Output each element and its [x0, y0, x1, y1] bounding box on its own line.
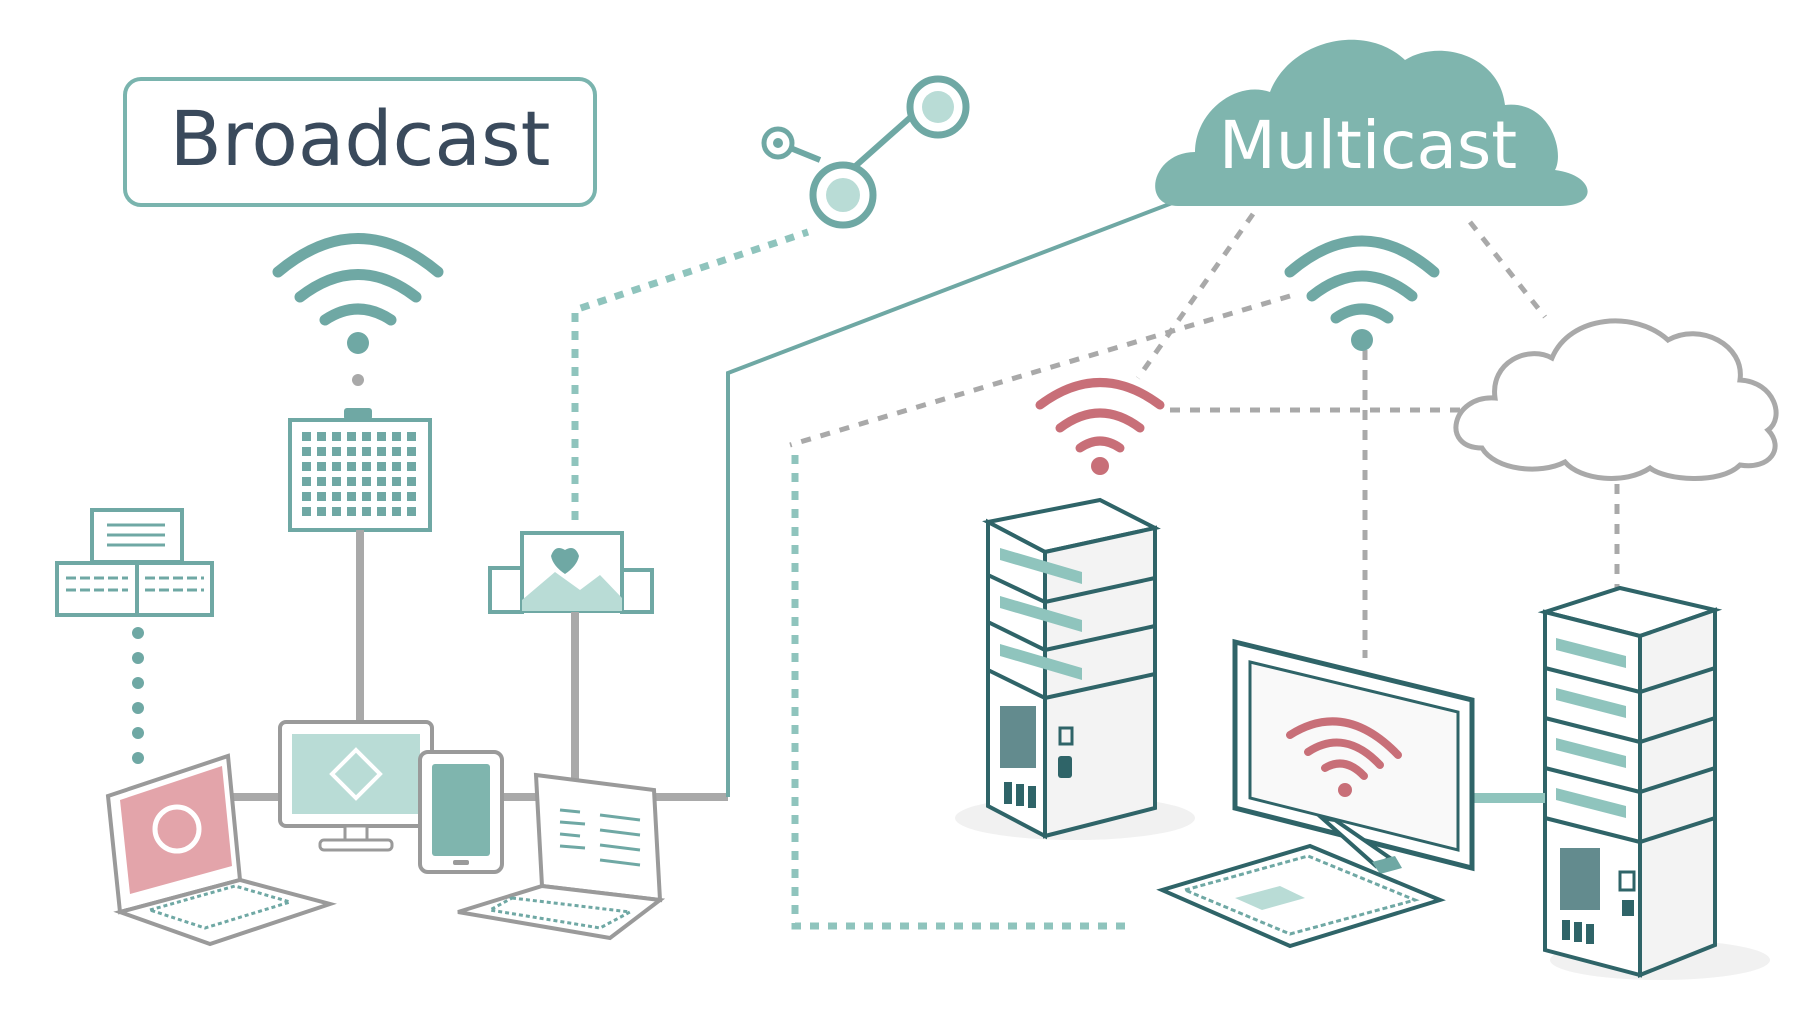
grid-cell — [407, 432, 416, 441]
grid-cell — [362, 492, 371, 501]
wifi-icon — [272, 233, 444, 386]
grid-cell — [332, 432, 341, 441]
link-to-multicast — [726, 198, 1181, 797]
multicast-title: Multicast — [1219, 107, 1517, 184]
grid-cell — [392, 462, 401, 471]
grid-cell — [332, 507, 341, 516]
grid-cell — [392, 432, 401, 441]
grid-cell — [347, 507, 356, 516]
grid-cell — [302, 447, 311, 456]
tablet-icon — [418, 750, 504, 874]
grid-cell — [302, 507, 311, 516]
dotted-link-left — [132, 627, 144, 764]
server-icon-left — [955, 497, 1195, 840]
grid-cell — [332, 492, 341, 501]
grid-cell — [407, 492, 416, 501]
panel-icon — [288, 408, 432, 532]
cloud-icon-multicast: Multicast — [1155, 39, 1588, 206]
grid-cell — [302, 432, 311, 441]
dashed-links-multicast — [789, 212, 1620, 658]
laptop-icon-pink — [105, 753, 337, 947]
server-icon-right — [1537, 585, 1770, 980]
grid-cell — [392, 447, 401, 456]
grid-cell — [377, 462, 386, 471]
grid-cell — [362, 507, 371, 516]
grid-cell — [377, 432, 386, 441]
grid-cell — [347, 447, 356, 456]
grid-cell — [317, 492, 326, 501]
grid-cell — [407, 447, 416, 456]
grid-cell — [317, 477, 326, 486]
laptop-icon-right — [457, 772, 666, 941]
monitor-icon-multicast — [1156, 638, 1475, 949]
grid-cell — [332, 462, 341, 471]
grid-cell — [392, 507, 401, 516]
grid-cell — [317, 507, 326, 516]
grid-cell — [392, 492, 401, 501]
grid-cell — [362, 477, 371, 486]
grid-cell — [362, 447, 371, 456]
grid-cell — [317, 462, 326, 471]
grid-cell — [347, 477, 356, 486]
grid-cell — [362, 432, 371, 441]
dotted-link-map — [571, 228, 810, 520]
grid-cell — [302, 492, 311, 501]
node-icon — [761, 75, 970, 229]
grid-cell — [332, 447, 341, 456]
dotted-link-multicast — [791, 455, 1130, 930]
grid-cell — [377, 447, 386, 456]
grid-cell — [317, 432, 326, 441]
wifi-icon-multicast — [1284, 235, 1440, 351]
cloud-icon-outline — [1453, 318, 1779, 481]
grid-cell — [377, 507, 386, 516]
panel-icon-left — [55, 508, 214, 617]
grid-cell — [392, 477, 401, 486]
grid-cell — [347, 432, 356, 441]
grid-cell — [377, 492, 386, 501]
map-panel-icon — [488, 531, 654, 614]
grid-cell — [407, 462, 416, 471]
grid-cell — [407, 507, 416, 516]
wifi-icon-pink — [1035, 378, 1165, 475]
grid-cell — [317, 447, 326, 456]
grid-cell — [407, 477, 416, 486]
grid-cell — [302, 462, 311, 471]
grid-cell — [377, 477, 386, 486]
grid-cell — [347, 492, 356, 501]
grid-cell — [362, 462, 371, 471]
broadcast-label: Broadcast — [123, 77, 597, 207]
monitor-icon-left — [278, 720, 434, 852]
grid-cell — [347, 462, 356, 471]
grid-cell — [332, 477, 341, 486]
broadcast-title: Broadcast — [170, 94, 551, 183]
grid-cell — [302, 477, 311, 486]
